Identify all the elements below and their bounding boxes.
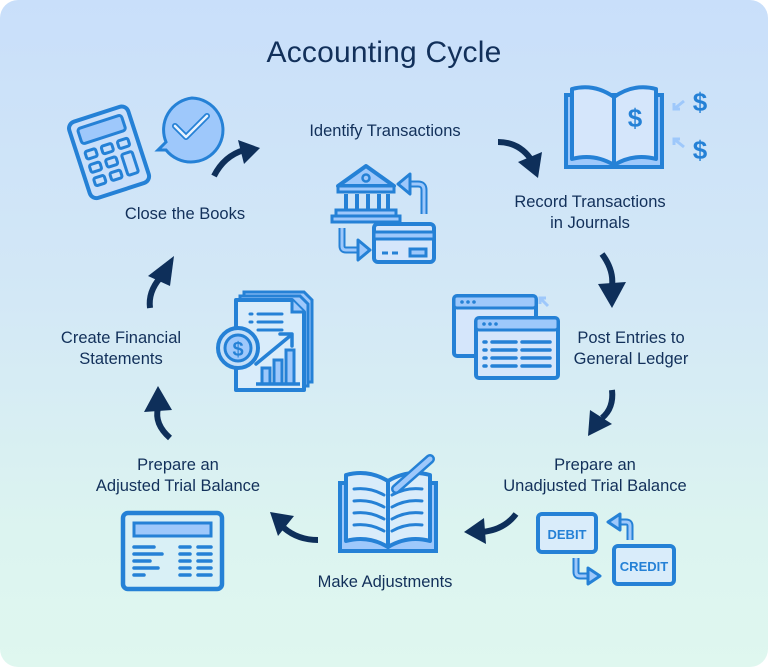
financial-report-icon: $ [214,290,318,394]
step-label-unadjusted-trial-balance: Prepare an Unadjusted Trial Balance [503,456,687,495]
credit-text: CREDIT [620,559,668,574]
cycle-arrow-5-to-6 [268,508,320,546]
cycle-arrow-2-to-3 [594,252,630,310]
book-pen-icon [338,454,442,555]
debit-credit-icon: DEBIT CREDIT [536,510,678,588]
step-label-create-financial-statements: Create Financial Statements [60,329,182,368]
cycle-arrow-7-to-8 [140,254,180,310]
diagram-title: Accounting Cycle [266,36,502,69]
cycle-arrow-1-to-2 [496,136,548,180]
debit-text: DEBIT [548,527,587,542]
step-label-adjusted-trial-balance: Prepare an Adjusted Trial Balance [95,456,261,495]
step-label-post-entries: Post Entries to General Ledger [573,329,689,368]
journal-dollar-icon: $ $ $ [562,83,718,173]
calculator-check-icon [67,94,228,204]
step-label-close-the-books: Close the Books [124,205,246,223]
bank-card-exchange-icon [330,158,440,264]
step-label-identify-transactions: Identify Transactions [309,122,461,140]
svg-text:$: $ [693,87,708,117]
cycle-arrow-3-to-4 [586,388,622,440]
svg-text:$: $ [232,339,243,361]
cycle-arrow-6-to-7 [140,384,180,441]
ledger-windows-icon [452,292,562,382]
spreadsheet-icon [120,510,226,592]
dollar-sign: $ [628,103,643,133]
cycle-arrow-8-to-1 [208,138,268,182]
step-label-record-transactions: Record Transactions in Journals [514,193,666,232]
cycle-arrow-4-to-5 [462,510,520,548]
step-label-make-adjustments: Make Adjustments [317,573,453,591]
svg-text:$: $ [693,135,708,165]
